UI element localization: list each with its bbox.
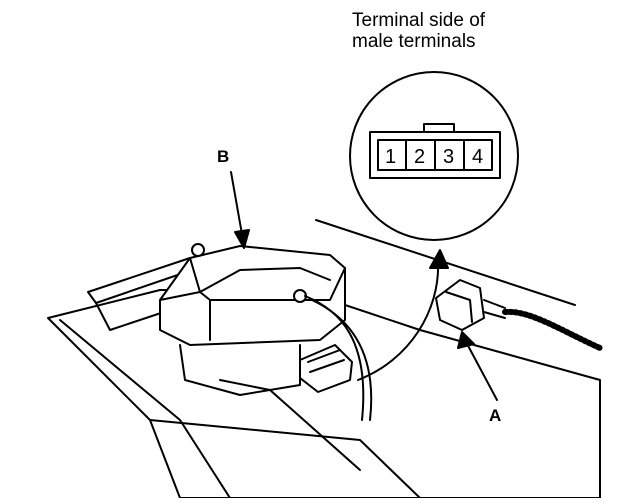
pin-label: 3 — [443, 146, 454, 168]
connector-a — [435, 279, 485, 331]
arrow-a — [464, 339, 498, 401]
sensor-housing-b — [159, 245, 346, 346]
callout-a: A — [489, 406, 502, 425]
connector-a-harness — [502, 308, 603, 351]
arrow-b — [230, 171, 244, 241]
pin-label: 2 — [414, 146, 425, 168]
pin-label: 4 — [472, 146, 483, 168]
arrow-to-detail — [357, 261, 440, 381]
sensor-plug — [299, 344, 353, 393]
callout-b: B — [217, 147, 230, 166]
detail-caption: Terminal side of male terminals — [352, 10, 486, 52]
pin-label: 1 — [385, 146, 396, 168]
